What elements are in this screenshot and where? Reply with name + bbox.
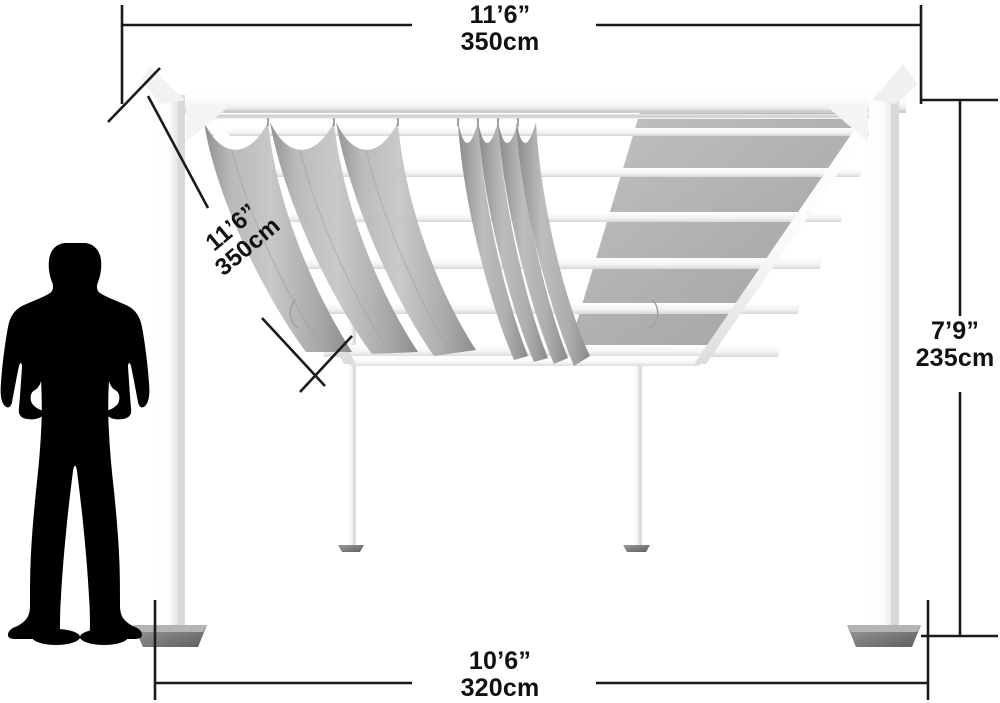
- dimension-label-bottom: 10’6” 320cm: [380, 648, 620, 701]
- rear-post-left: [338, 300, 364, 552]
- front-post-left: [133, 66, 207, 647]
- dimension-bottom-imperial: 10’6”: [468, 647, 532, 675]
- canopy-track-rail: [196, 114, 886, 119]
- front-post-right: [847, 64, 921, 647]
- rear-post-right: [623, 300, 650, 552]
- dimension-label-top: 11’6” 350cm: [380, 2, 620, 55]
- rear-top-beam: [350, 356, 700, 366]
- canopy-slider-hooks: [203, 118, 519, 126]
- dimension-right-imperial: 7’9”: [930, 317, 980, 345]
- dimension-top-metric: 350cm: [460, 27, 540, 56]
- ext-line-diag-upper: [107, 67, 161, 123]
- canopy-fabric-gathered: [458, 122, 590, 366]
- canopy-fabric-open: [204, 122, 476, 356]
- dim-line-diag-upper: [146, 95, 210, 209]
- right-side-rail: [694, 104, 886, 364]
- dimension-bottom-metric: 320cm: [460, 673, 540, 702]
- ext-line-diag-lower: [299, 335, 353, 393]
- front-beam-shadow: [168, 110, 906, 113]
- canopy-tie-clips: [289, 299, 659, 329]
- dimension-right-metric: 235cm: [915, 343, 995, 372]
- front-main-beam: [168, 92, 906, 112]
- dimension-label-right: 7’9” 235cm: [912, 318, 998, 371]
- dimension-top-imperial: 11’6”: [469, 1, 531, 29]
- canopy-fold-shading: [231, 149, 451, 353]
- corner-braces: [186, 104, 868, 142]
